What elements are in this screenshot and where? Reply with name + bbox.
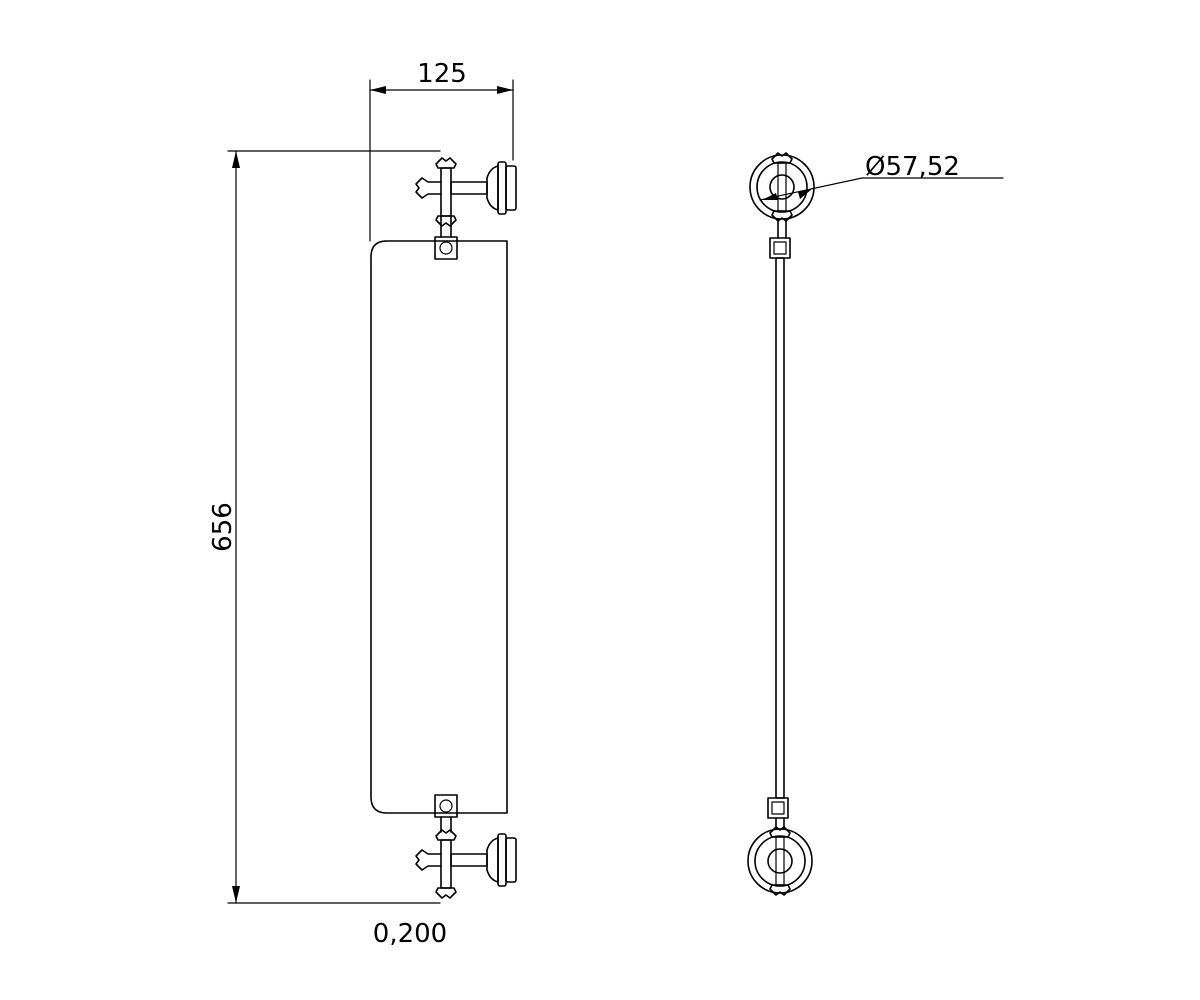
side-bottom-clamp xyxy=(767,797,789,819)
top-bracket xyxy=(415,157,517,227)
bottom-side-rosette xyxy=(747,826,813,896)
bottom-clamp xyxy=(434,794,458,818)
thickness-label: 0,200 xyxy=(373,919,447,949)
top-side-rosette xyxy=(749,152,815,222)
front-view xyxy=(370,157,517,899)
width-dimension xyxy=(369,79,514,242)
diameter-label: Ø57,52 xyxy=(865,152,960,182)
glass-shelf-outline xyxy=(370,240,508,814)
side-top-clamp xyxy=(769,237,791,259)
bottom-bracket xyxy=(415,829,517,899)
side-glass-edge xyxy=(775,257,785,799)
height-dimension xyxy=(227,150,441,904)
height-label: 656 xyxy=(208,502,238,552)
top-clamp xyxy=(434,236,458,260)
side-view xyxy=(747,152,815,896)
width-label: 125 xyxy=(417,59,467,89)
diameter-dimension xyxy=(759,177,1004,201)
